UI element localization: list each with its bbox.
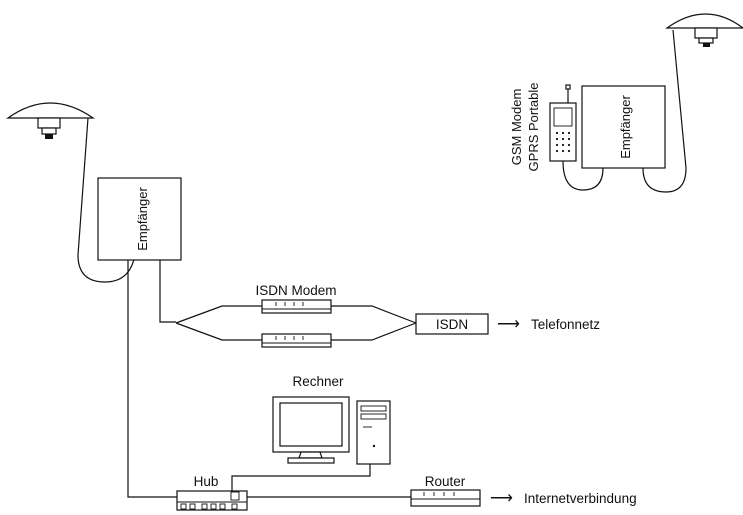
computer-monitor-icon — [272, 396, 350, 464]
gsm-phone-icon — [549, 84, 577, 162]
router-icon — [410, 489, 481, 507]
computer-tower-icon — [356, 400, 391, 465]
gsm-label-line1: GSM Modem — [509, 89, 524, 166]
isdn-box: ISDN — [415, 313, 489, 335]
isdn-split-right — [331, 305, 417, 341]
telefonnetz-label: Telefonnetz — [531, 317, 600, 332]
receiver-left: Empfänger — [97, 177, 182, 261]
isdn-split-left — [175, 305, 262, 341]
telefonnetz-arrow-icon: ⟶ — [497, 316, 520, 333]
internet-label: Internetverbindung — [524, 491, 637, 506]
antenna-left-cable — [77, 117, 136, 283]
isdn-box-label: ISDN — [436, 317, 468, 332]
antenna-right-cable — [642, 29, 687, 193]
antenna-right-icon — [665, 13, 743, 47]
isdn-modem-top — [261, 299, 332, 314]
receiver-right: Empfänger — [581, 85, 666, 169]
hub-icon — [176, 490, 248, 511]
isdn-modem-label: ISDN Modem — [255, 283, 336, 298]
internet-arrow-icon: ⟶ — [490, 490, 513, 507]
gsm-label-line2: GPRS Portable — [526, 83, 541, 172]
gsm-receiver-cable — [562, 160, 604, 191]
receiver-right-label: Empfänger — [618, 95, 633, 159]
computer-hub-line — [231, 464, 371, 492]
rechner-label: Rechner — [292, 374, 344, 389]
hub-label: Hub — [194, 474, 219, 489]
antenna-left-icon — [6, 102, 95, 139]
router-label: Router — [425, 474, 466, 489]
receiver-hub-line — [127, 260, 177, 498]
isdn-modem-bottom — [261, 333, 332, 348]
receiver-isdn-line — [159, 260, 176, 323]
receiver-left-label: Empfänger — [135, 187, 150, 251]
